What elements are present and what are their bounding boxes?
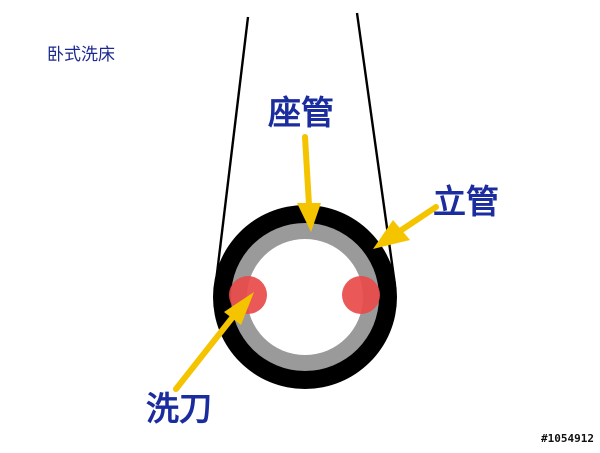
left-tube-line <box>213 16 250 291</box>
cutter-dot-right <box>342 276 380 314</box>
tube-inner-bore <box>247 239 363 355</box>
seat-tube-label: 座管 <box>268 93 334 132</box>
standpipe-arrow <box>373 204 439 249</box>
diagram-title: 卧式洗床 <box>47 45 115 65</box>
cutter-label: 洗刀 <box>146 389 212 428</box>
image-watermark: #1054912 <box>541 432 594 445</box>
standpipe-label: 立管 <box>433 182 499 221</box>
cutter-arrow <box>173 292 254 392</box>
seat-tube-arrow <box>297 134 321 232</box>
